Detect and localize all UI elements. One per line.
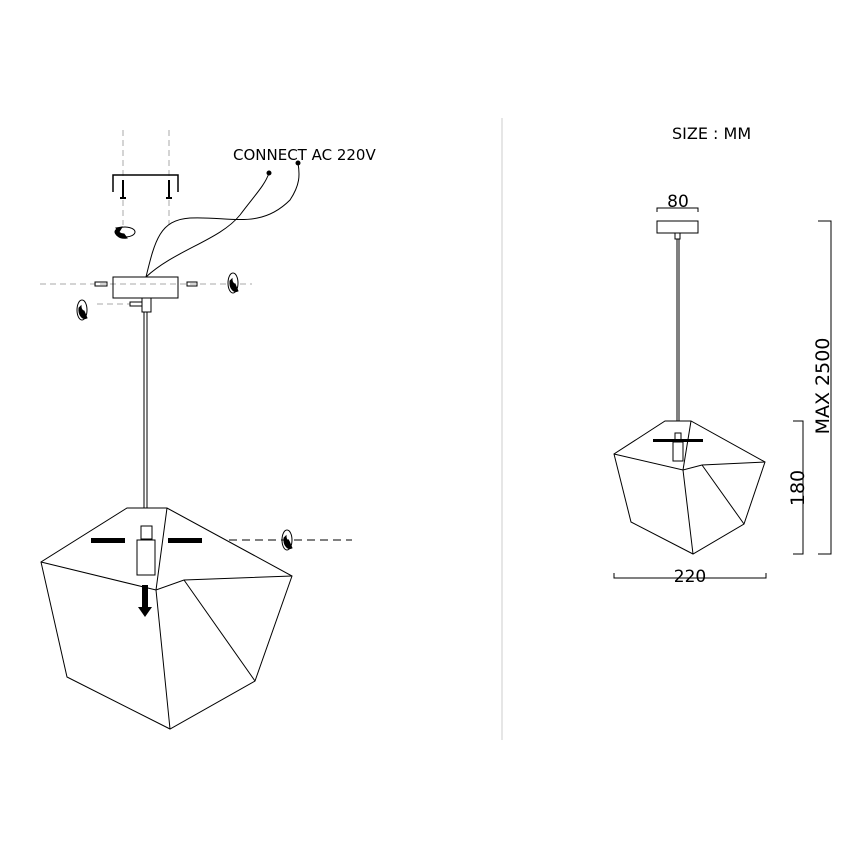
socket xyxy=(672,441,684,462)
socket-ring xyxy=(653,439,703,442)
unit-label: SIZE : MM xyxy=(672,124,751,143)
mounting-bracket xyxy=(112,174,179,192)
power-wire xyxy=(145,172,270,278)
shade-height: 180 xyxy=(787,470,809,506)
canopy-width-line xyxy=(656,207,699,212)
max-height-line xyxy=(818,220,832,555)
canopy-screw-icon xyxy=(186,281,198,287)
socket xyxy=(136,539,156,576)
canopy xyxy=(656,220,699,234)
socket-ring-right xyxy=(168,538,202,543)
max-height: MAX 2500 xyxy=(812,338,834,435)
rotate-icon xyxy=(114,226,136,239)
lamp-shade xyxy=(613,420,766,555)
socket-ring-left xyxy=(91,538,125,543)
canopy-width: 80 xyxy=(667,192,689,212)
shade-width: 220 xyxy=(674,567,706,587)
power-wire xyxy=(145,162,300,278)
dashed-guides xyxy=(40,130,252,305)
connector-screw-icon xyxy=(129,301,143,307)
socket-cap xyxy=(140,525,153,540)
bracket-screw-icon xyxy=(120,180,172,199)
dimension-view: SIZE : MM 80 MAX 2500 180 220 xyxy=(613,124,834,587)
shade-height-line xyxy=(793,420,804,555)
arrow-down-icon xyxy=(138,585,152,617)
canopy-screw-icon xyxy=(94,281,108,287)
lamp-shade xyxy=(40,507,293,730)
rotate-icon xyxy=(227,272,239,294)
rotate-icon xyxy=(76,299,88,321)
power-label: CONNECT AC 220V xyxy=(233,146,376,164)
canopy xyxy=(112,276,179,299)
shade-width-line xyxy=(613,573,767,579)
canopy-connector xyxy=(141,297,152,313)
rotate-icon xyxy=(281,529,293,551)
installation-view: CONNECT AC 220V xyxy=(40,130,376,730)
